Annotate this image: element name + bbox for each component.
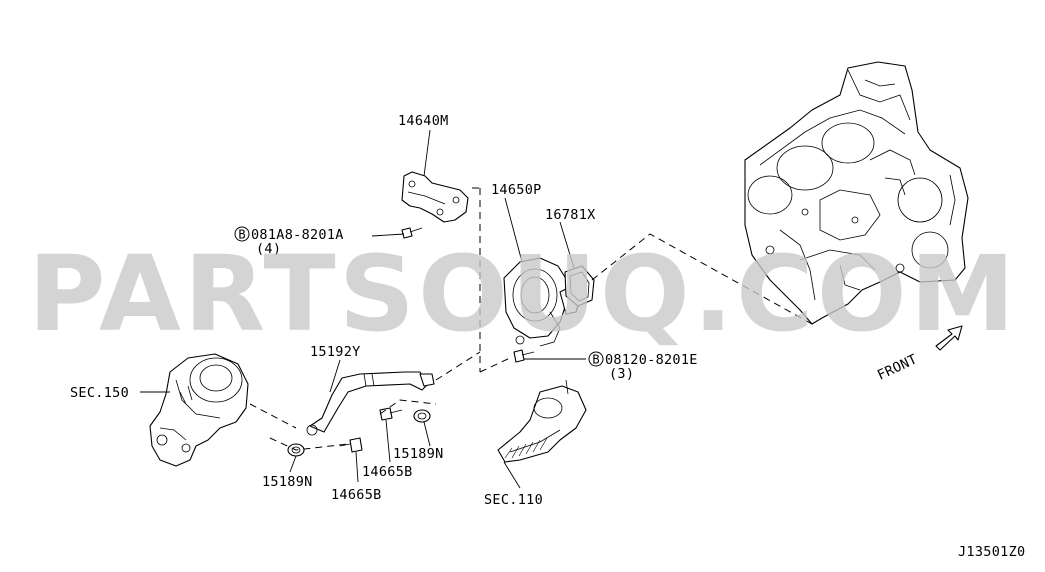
front-arrow-icon	[935, 325, 963, 351]
label-15189n-a: 15189N	[262, 474, 313, 490]
water-pipe-15192y	[306, 371, 435, 436]
bolt-14665b-b	[379, 407, 403, 421]
label-bolt1-qty: (4)	[256, 241, 281, 257]
label-bolt2-qty: (3)	[609, 366, 634, 382]
label-bolt1-code: 081A8-8201A	[251, 227, 344, 243]
clamp-15189n-b	[413, 409, 431, 423]
watermark: PARTSOUQ.COM	[28, 233, 1018, 355]
label-14640m: 14640M	[398, 113, 449, 129]
figure-id: J13501Z0	[958, 544, 1025, 560]
bolt-marker-2: B	[588, 351, 604, 367]
label-15189n-b: 15189N	[393, 446, 444, 462]
throttle-chamber-14650p	[503, 257, 581, 347]
bolt-marker-2-text: B	[592, 353, 599, 367]
label-15192y: 15192Y	[310, 344, 361, 360]
label-16781x: 16781X	[545, 207, 596, 223]
label-bolt2-code: 08120-8201E	[605, 352, 698, 368]
bracket-sec110	[497, 379, 587, 463]
label-sec150: SEC.150	[70, 385, 129, 401]
bolt-08120	[513, 349, 535, 363]
engine-block	[744, 61, 969, 325]
label-14665b-b: 14665B	[362, 464, 413, 480]
label-14665b-a: 14665B	[331, 487, 382, 503]
bolt-081a8	[401, 227, 423, 239]
label-sec110: SEC.110	[484, 492, 543, 508]
bracket-14640m	[401, 171, 469, 223]
bolt-marker-1: B	[234, 226, 250, 242]
oil-filter-sec150	[149, 353, 249, 467]
bolt-marker-1-text: B	[238, 228, 245, 242]
gasket-16781x	[564, 265, 595, 307]
leader-lines	[140, 129, 586, 489]
label-front: FRONT	[875, 351, 920, 383]
label-14650p: 14650P	[491, 182, 542, 198]
assembly-lines	[249, 187, 813, 451]
bolt-14665b-a	[339, 437, 363, 453]
